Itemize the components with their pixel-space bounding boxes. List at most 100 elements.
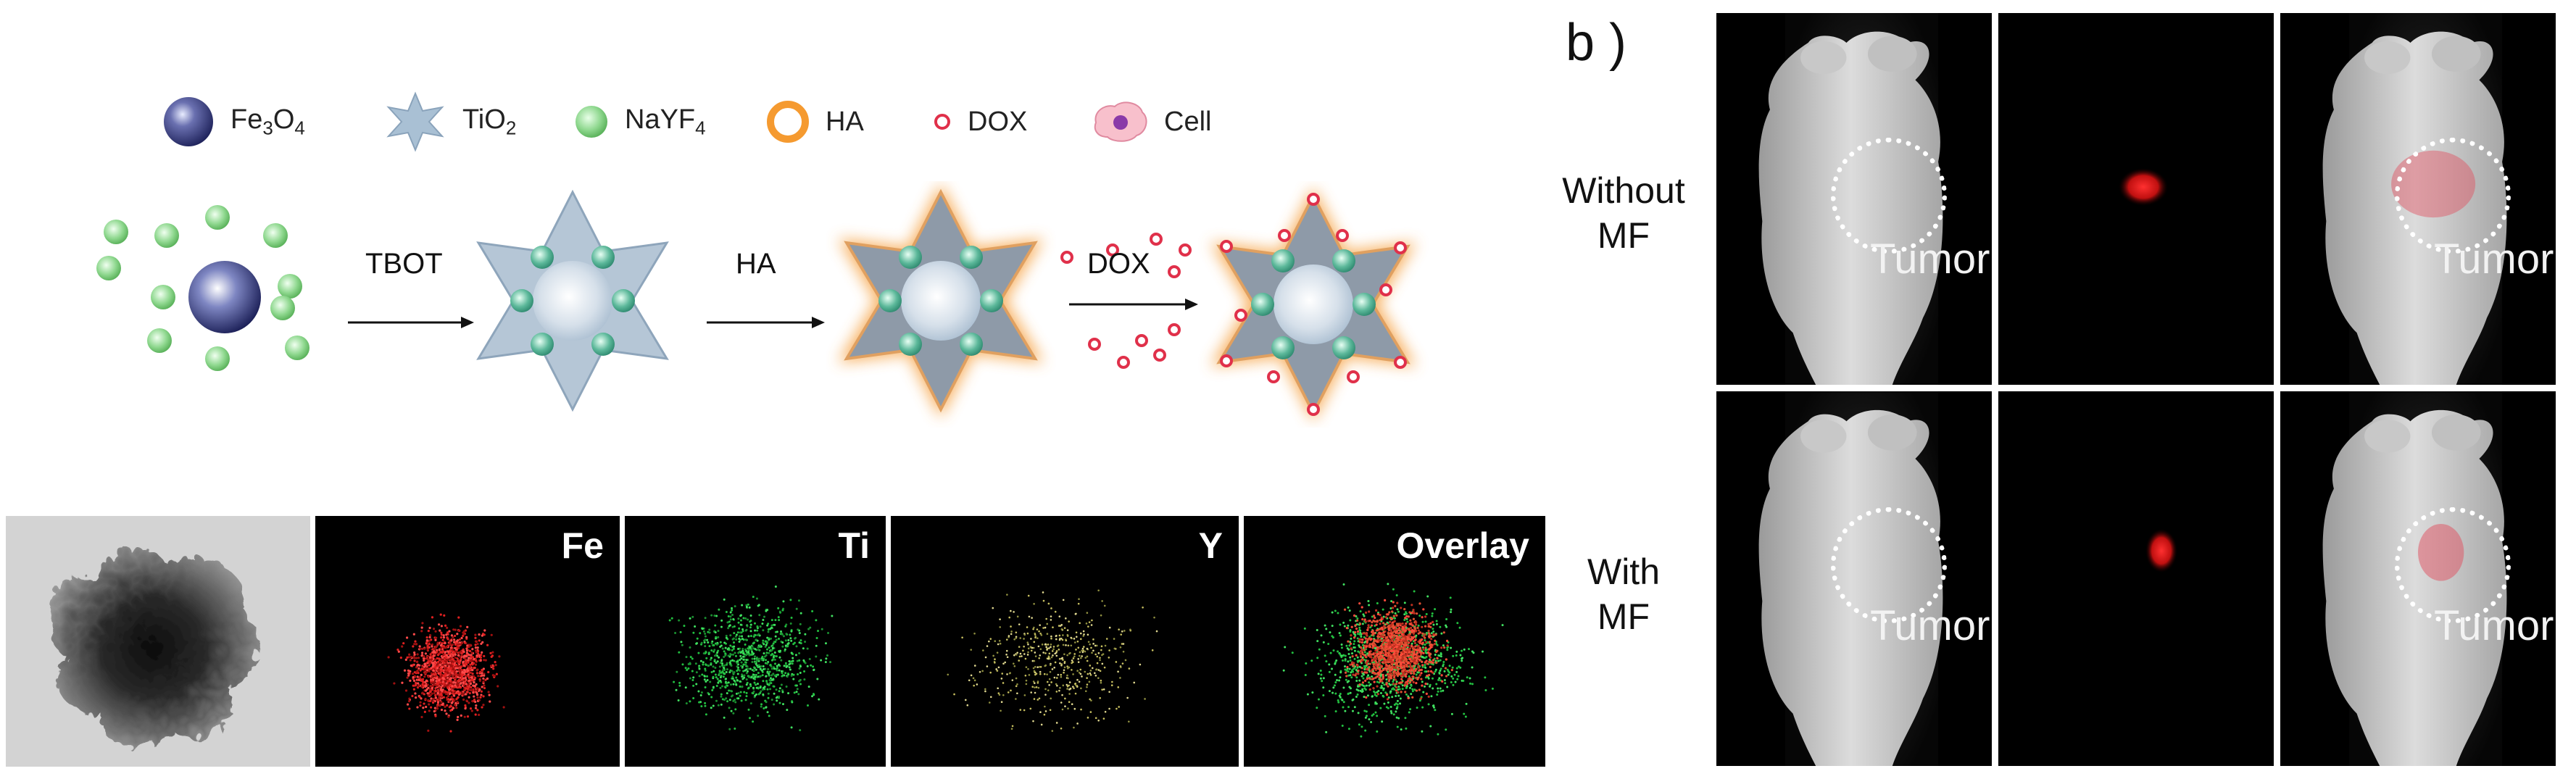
map-signal-dot <box>1078 654 1081 657</box>
map-signal-dot <box>423 693 425 696</box>
map-signal-dot <box>1382 641 1385 643</box>
map-signal-dot <box>1408 677 1411 680</box>
map-signal-dot <box>708 628 711 631</box>
map-signal-dot <box>446 662 449 665</box>
map-signal-dot <box>1006 673 1008 675</box>
map-signal-dot <box>484 659 487 662</box>
map-signal-dot <box>751 660 754 663</box>
map-signal-dot <box>455 707 458 709</box>
map-signal-dot <box>777 616 780 619</box>
map-signal-dot <box>1432 630 1435 633</box>
map-signal-dot <box>1010 630 1013 633</box>
map-signal-dot <box>1087 633 1089 636</box>
map-signal-dot <box>731 649 734 651</box>
map-signal-dot <box>455 675 458 678</box>
map-signal-dot <box>1401 684 1404 687</box>
map-signal-dot <box>1360 735 1363 738</box>
map-signal-dot <box>754 694 757 697</box>
map-signal-dot <box>1400 631 1403 634</box>
map-signal-dot <box>1379 639 1382 642</box>
map-signal-dot <box>439 704 441 707</box>
map-signal-dot <box>468 691 471 695</box>
map-signal-dot <box>715 643 718 646</box>
map-signal-dot <box>1361 632 1365 635</box>
map-signal-dot <box>1397 636 1400 639</box>
map-signal-dot <box>460 650 462 653</box>
map-signal-dot <box>1405 682 1408 686</box>
map-signal-dot <box>1322 694 1325 697</box>
map-signal-dot <box>1358 602 1361 605</box>
map-signal-dot <box>440 658 443 661</box>
map-signal-dot <box>1389 653 1392 656</box>
map-signal-dot <box>1058 625 1060 627</box>
map-signal-dot <box>1410 645 1413 648</box>
map-signal-dot <box>431 643 434 646</box>
map-signal-dot <box>1427 622 1430 626</box>
map-signal-dot <box>1101 600 1103 602</box>
map-signal-dot <box>1054 661 1057 664</box>
map-signal-dot <box>720 693 723 696</box>
map-signal-dot <box>1383 702 1386 705</box>
map-signal-dot <box>1412 675 1415 678</box>
map-signal-dot <box>1061 708 1064 711</box>
map-signal-dot <box>476 693 479 696</box>
map-signal-dot <box>1445 675 1448 678</box>
map-signal-dot <box>1340 646 1343 649</box>
map-signal-dot <box>455 670 459 673</box>
map-signal-dot <box>726 684 729 687</box>
map-signal-dot <box>1353 706 1356 709</box>
map-signal-dot <box>465 654 468 658</box>
map-signal-dot <box>425 641 428 644</box>
map-signal-dot <box>420 654 423 657</box>
map-signal-dot <box>699 632 702 635</box>
map-signal-dot <box>1033 659 1036 662</box>
map-signal-dot <box>689 677 691 680</box>
map-signal-dot <box>1012 662 1015 665</box>
map-signal-dot <box>1064 705 1066 708</box>
map-signal-dot <box>1352 673 1355 676</box>
map-signal-dot <box>759 625 762 628</box>
map-signal-dot <box>1387 672 1390 675</box>
map-signal-dot <box>1408 686 1411 689</box>
map-signal-dot <box>755 673 757 676</box>
map-signal-dot <box>486 643 489 646</box>
map-signal-dot <box>1424 636 1426 639</box>
map-signal-dot <box>708 631 711 634</box>
map-signal-dot <box>994 658 996 660</box>
map-signal-dot <box>1374 711 1377 714</box>
map-signal-dot <box>824 661 827 664</box>
map-signal-dot <box>1361 688 1364 691</box>
map-signal-dot <box>1061 638 1064 641</box>
map-signal-dot <box>1310 659 1313 662</box>
map-signal-dot <box>720 619 723 622</box>
map-signal-dot <box>728 707 731 709</box>
map-signal-dot <box>810 664 813 667</box>
map-signal-dot <box>1075 631 1078 634</box>
map-signal-dot <box>973 679 976 682</box>
map-signal-dot <box>691 678 694 681</box>
map-signal-dot <box>1393 634 1396 637</box>
map-signal-dot <box>416 664 419 667</box>
map-signal-dot <box>1032 720 1034 722</box>
map-signal-dot <box>1067 644 1070 647</box>
map-signal-dot <box>1355 627 1358 630</box>
map-signal-dot <box>1032 680 1035 683</box>
map-signal-dot <box>1371 644 1375 647</box>
map-signal-dot <box>1038 657 1041 659</box>
map-signal-dot <box>446 680 449 683</box>
map-signal-dot <box>478 633 481 636</box>
map-signal-dot <box>1368 652 1371 655</box>
map-signal-dot <box>720 703 723 706</box>
map-signal-dot <box>1445 658 1447 661</box>
map-signal-dot <box>770 626 773 629</box>
map-signal-dot <box>1393 640 1397 643</box>
map-signal-dot <box>1374 624 1376 627</box>
map-signal-dot <box>712 644 715 647</box>
map-signal-dot <box>742 663 745 666</box>
map-signal-dot <box>1351 652 1354 655</box>
map-signal-dot <box>1024 657 1027 660</box>
map-signal-dot <box>794 684 797 687</box>
map-signal-dot <box>446 683 449 686</box>
map-signal-dot <box>1089 711 1092 713</box>
map-signal-dot <box>775 638 778 641</box>
